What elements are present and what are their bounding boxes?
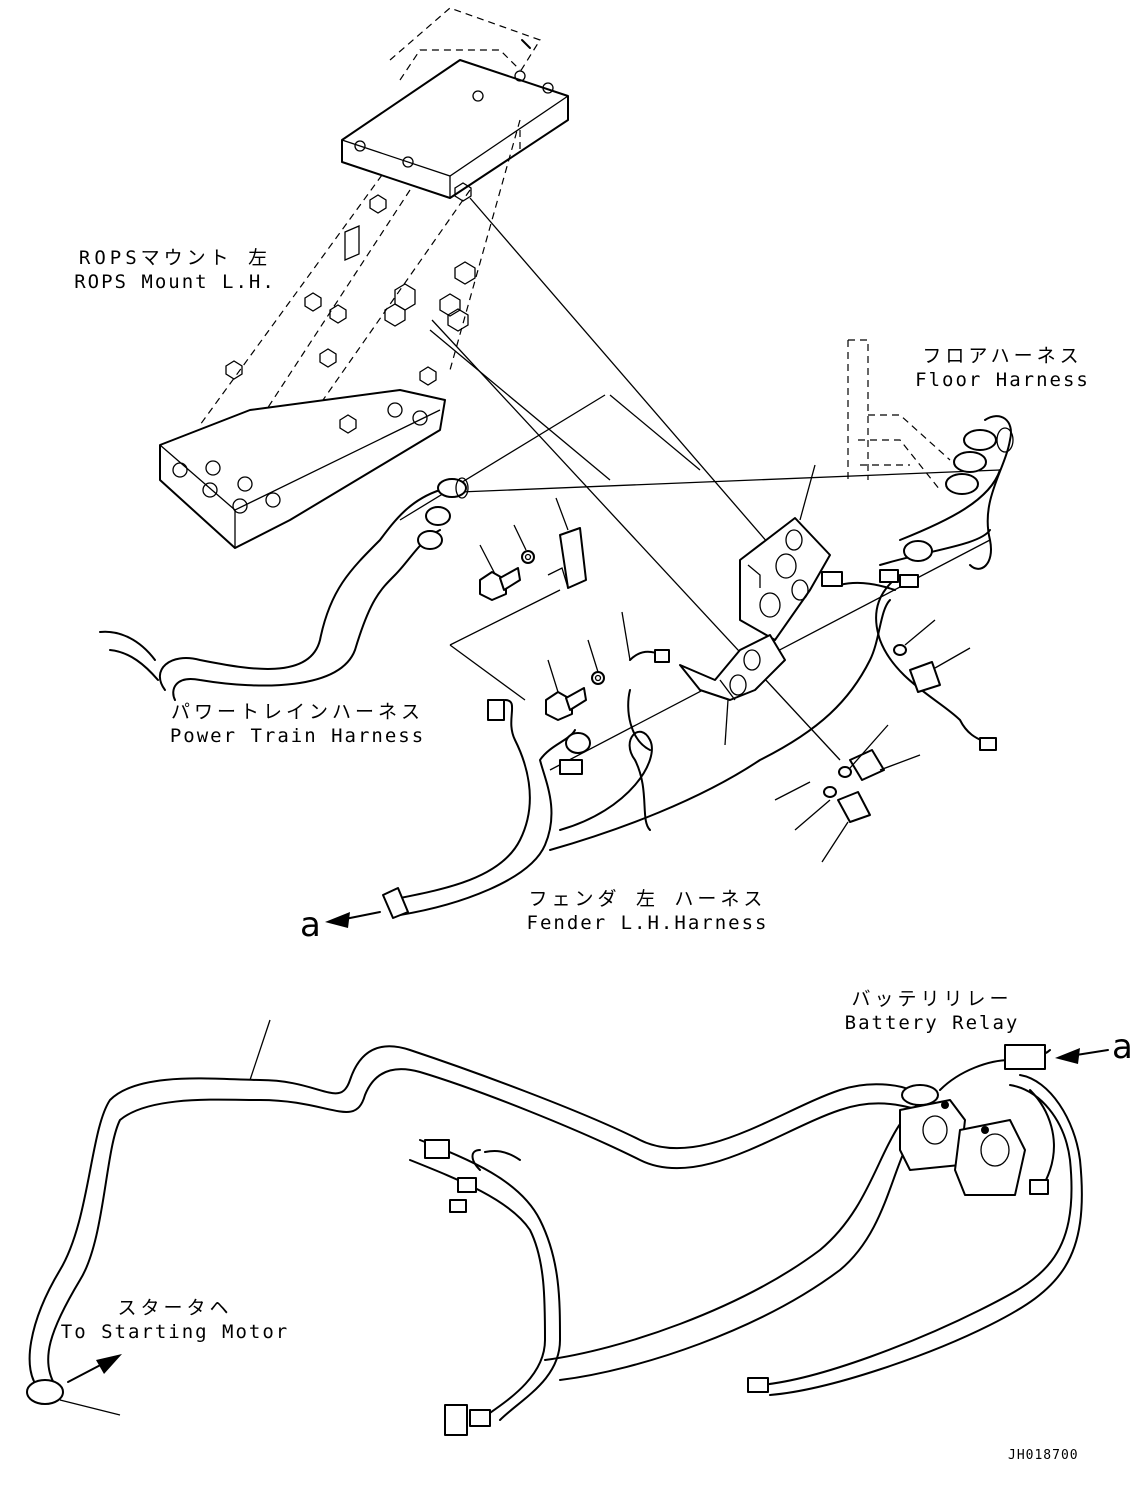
arrow-icon bbox=[67, 911, 1109, 1383]
floor-harness-label-jp: フロアハーネス bbox=[922, 345, 1083, 367]
bolt-icon bbox=[479, 567, 941, 823]
starting-motor-label: スタータヘ To Starting Motor bbox=[60, 1296, 290, 1344]
floor-frame-drawing bbox=[847, 339, 951, 491]
rops-mount-label: ROPSマウント 左 ROPS Mount L.H. bbox=[60, 246, 290, 294]
power-train-harness-drawing bbox=[99, 477, 469, 701]
battery-relay-label-jp: バッテリリレー bbox=[851, 988, 1013, 1010]
starting-motor-label-jp: スタータヘ bbox=[117, 1297, 233, 1319]
rops-mount-drawing bbox=[159, 7, 569, 549]
floor-harness-label-en: Floor Harness bbox=[915, 369, 1090, 391]
rops-mount-label-jp: ROPSマウント 左 bbox=[78, 247, 272, 269]
rops-mount-label-en: ROPS Mount L.H. bbox=[74, 271, 276, 293]
clamp-icon bbox=[547, 527, 587, 589]
bracket-lower bbox=[679, 634, 786, 701]
power-train-harness-label-en: Power Train Harness bbox=[169, 725, 426, 747]
part-leader-lines bbox=[479, 464, 971, 863]
fender-harness-label-jp: フェンダ 左 ハーネス bbox=[528, 888, 767, 910]
fender-harness-label: フェンダ 左 ハーネス Fender L.H.Harness bbox=[525, 887, 770, 935]
fender-harness-label-en: Fender L.H.Harness bbox=[526, 912, 769, 934]
main-harness-drawing bbox=[26, 1044, 1083, 1436]
reference-mark-left: a bbox=[300, 905, 321, 945]
reference-mark-right: a bbox=[1112, 1027, 1133, 1067]
washer-icon bbox=[521, 550, 907, 798]
battery-relay-label-en: Battery Relay bbox=[844, 1012, 1020, 1034]
fender-harness-drawing bbox=[382, 599, 891, 919]
bottom-leader-lines bbox=[59, 1019, 271, 1416]
battery-relay-drawing bbox=[899, 1099, 1026, 1196]
starting-motor-label-en: To Starting Motor bbox=[60, 1321, 290, 1343]
bracket-upper bbox=[739, 517, 831, 641]
document-id: JH018700 bbox=[1008, 1448, 1079, 1463]
floor-harness-label: フロアハーネス Floor Harness bbox=[910, 344, 1095, 392]
power-train-harness-label: パワートレインハーネス Power Train Harness bbox=[165, 700, 430, 748]
battery-relay-label: バッテリリレー Battery Relay bbox=[842, 987, 1022, 1035]
power-train-harness-label-jp: パワートレインハーネス bbox=[170, 701, 424, 723]
floor-harness-drawing bbox=[821, 415, 1014, 751]
